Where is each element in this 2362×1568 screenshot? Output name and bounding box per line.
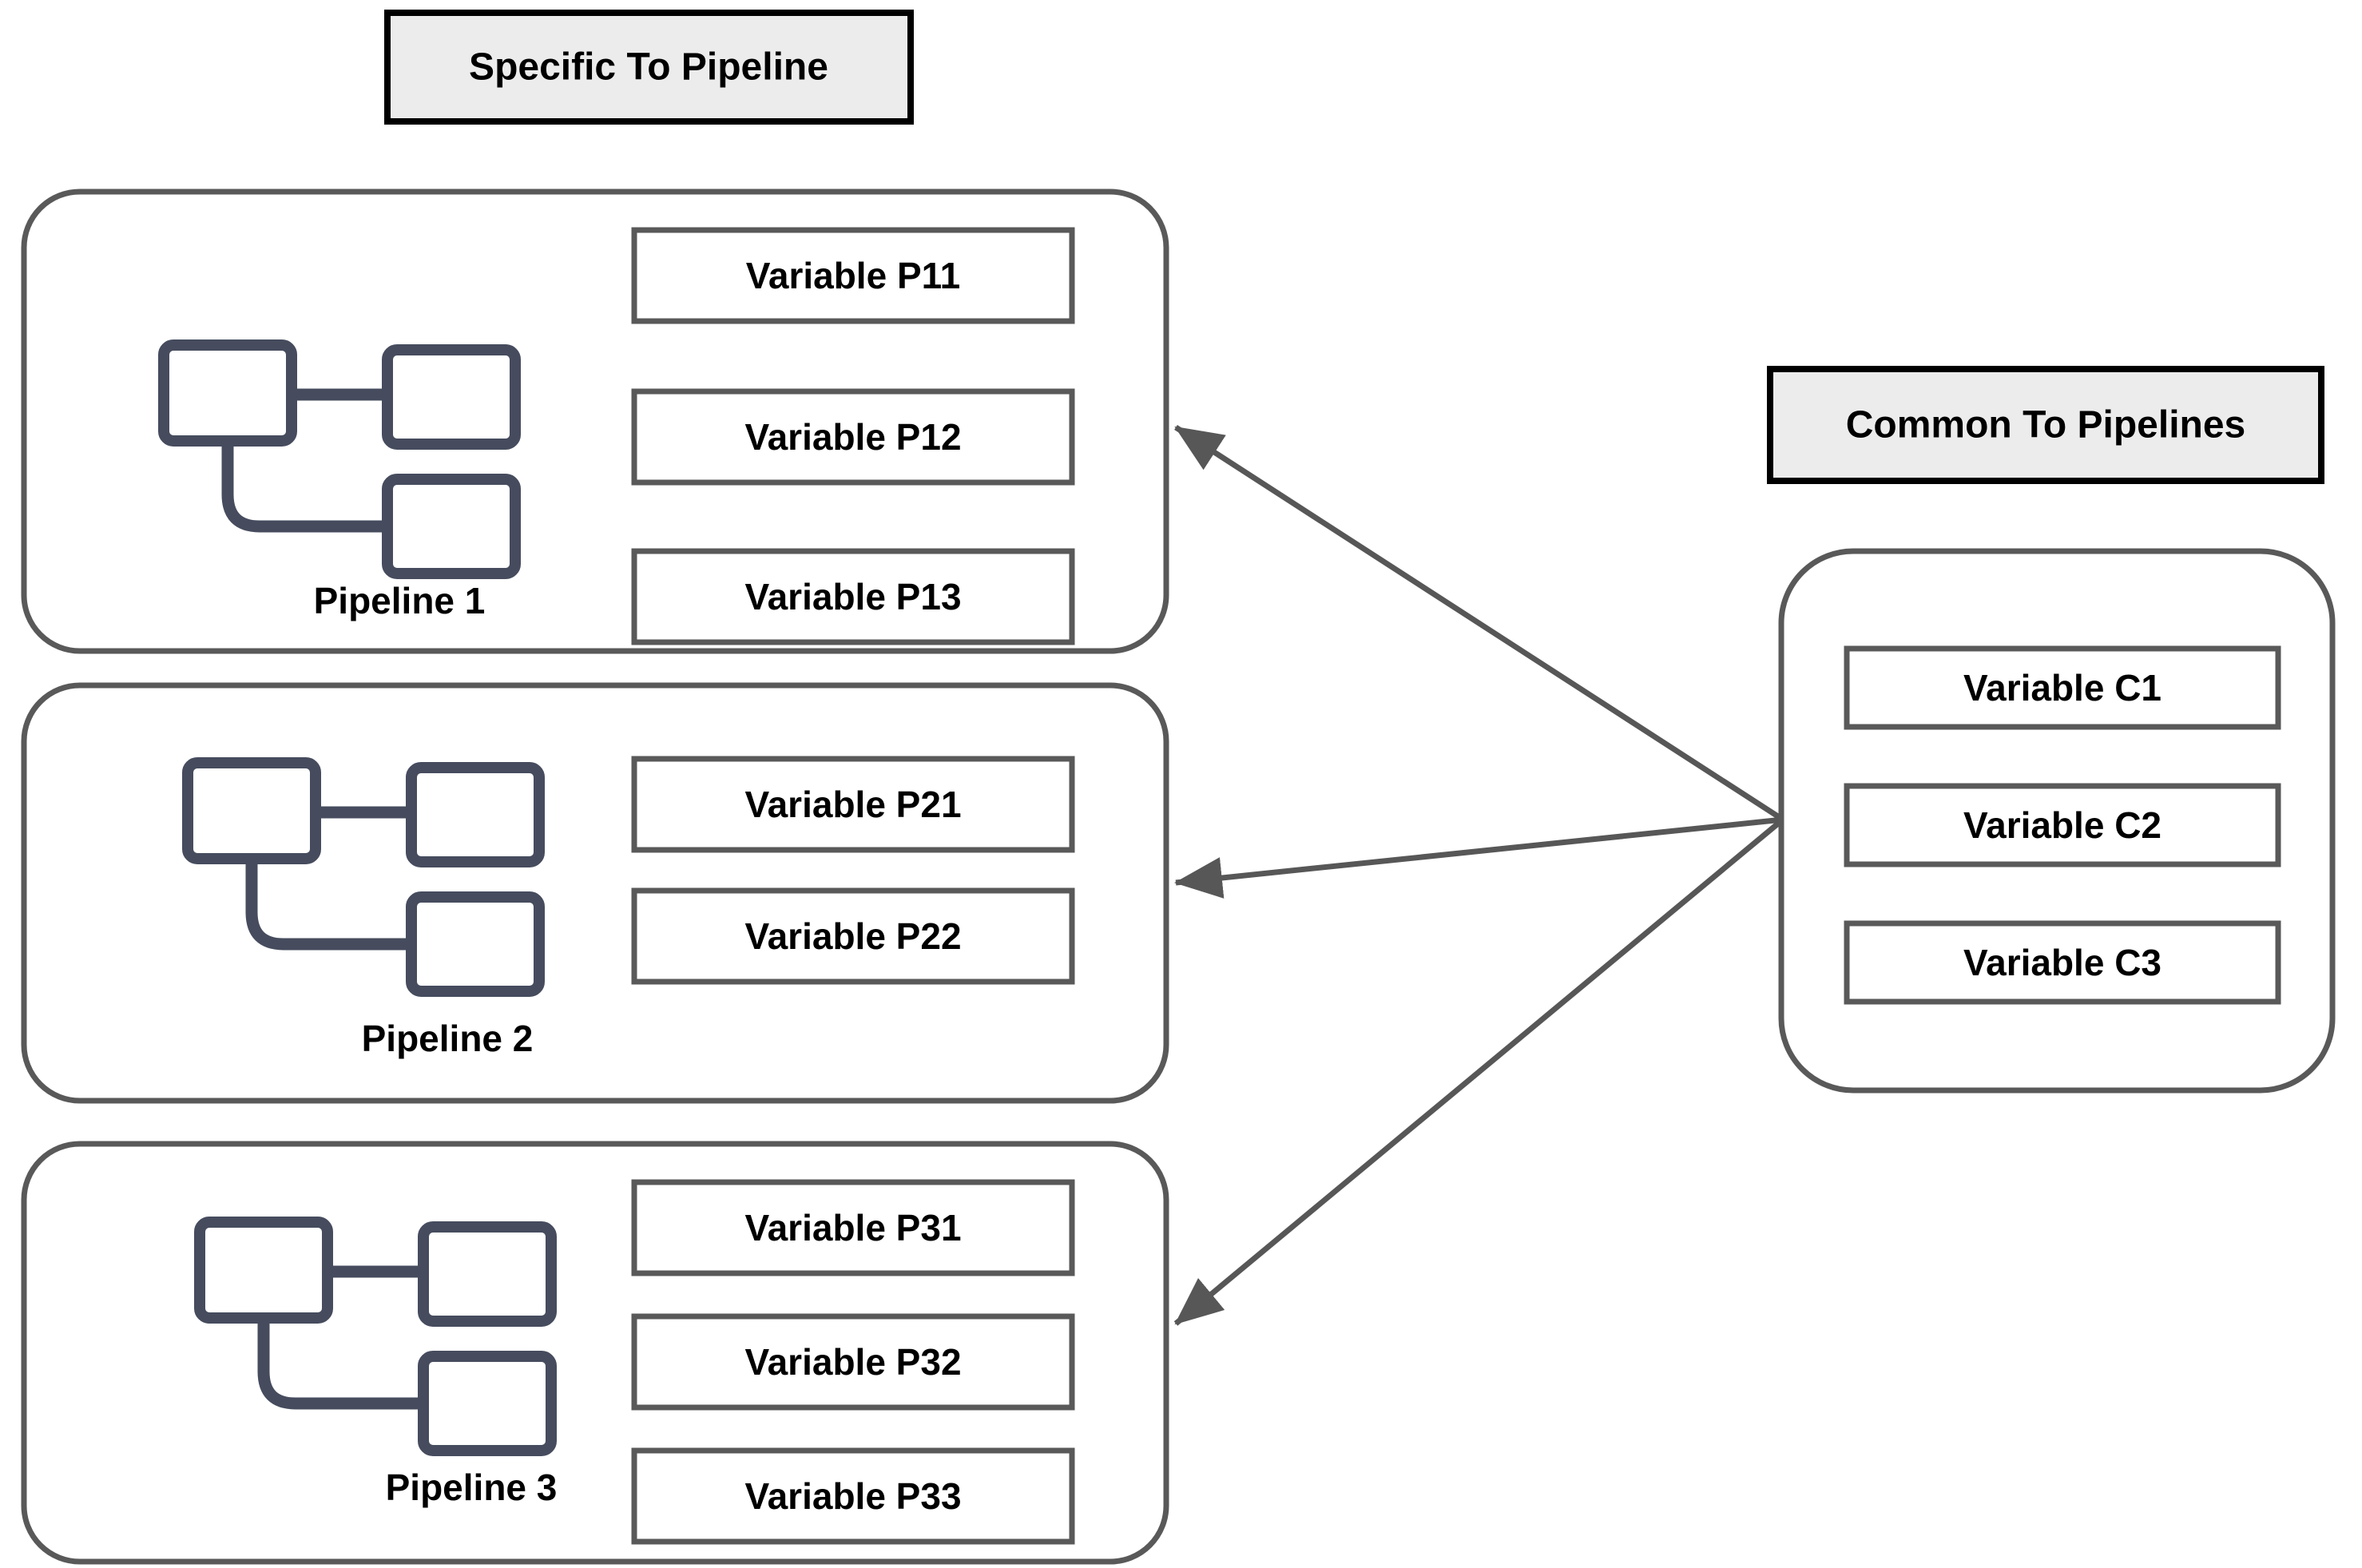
variable-box: Variable P32: [631, 1313, 1075, 1411]
pipeline-flow-icon: [194, 1217, 557, 1456]
common-header-label: Common To Pipelines: [1846, 404, 2245, 447]
pipeline-3-label: Pipeline 3: [386, 1467, 558, 1508]
pipeline-3-container: Pipeline 3 Variable P31 Variable P32 Var…: [21, 1141, 1169, 1565]
variable-box-label: Variable P33: [744, 1475, 961, 1517]
variable-box-label: Variable P22: [744, 915, 961, 957]
pipeline-2-label: Pipeline 2: [362, 1018, 534, 1059]
pipeline-2-container: Pipeline 2 Variable P21 Variable P22: [21, 682, 1169, 1104]
arrow-to-pipeline-2: [1174, 816, 1784, 899]
variable-box-label: Variable P32: [744, 1341, 961, 1383]
variable-box-label: Variable C3: [1963, 942, 2162, 983]
variable-box-label: Variable P12: [744, 416, 961, 458]
common-header-box: [1767, 366, 2324, 484]
variable-box: Variable C2: [1844, 783, 2281, 867]
specific-header: Specific To Pipeline: [384, 10, 914, 125]
variable-box: Variable C3: [1844, 920, 2281, 1005]
pipeline-1-container: Pipeline 1 Variable P11 Variable P12 Var…: [21, 189, 1169, 654]
specific-header-label: Specific To Pipeline: [469, 46, 828, 89]
pipeline-flow-icon: [182, 757, 545, 997]
variable-box: Variable C1: [1844, 645, 2281, 730]
variable-box-label: Variable C2: [1963, 804, 2162, 846]
variable-box-label: Variable P21: [744, 784, 961, 825]
common-group-container: Variable C1 Variable C2 Variable C3: [1778, 548, 2336, 1094]
variable-box-label: Variable P11: [746, 255, 961, 296]
variable-box: Variable P31: [631, 1179, 1075, 1276]
variable-box: Variable P13: [631, 548, 1075, 645]
arrow-to-pipeline-3: [1173, 817, 1785, 1326]
common-to-pipeline-arrows: [1173, 425, 1785, 1326]
specific-header-box: [384, 10, 914, 125]
arrow-to-pipeline-1: [1174, 425, 1784, 822]
pipeline-flow-icon: [158, 339, 521, 579]
pipeline-1-label: Pipeline 1: [314, 580, 486, 621]
variable-box: Variable P11: [631, 227, 1075, 324]
variable-box-label: Variable P31: [744, 1207, 961, 1248]
variable-box: Variable P22: [631, 887, 1075, 985]
variable-box: Variable P21: [631, 756, 1075, 853]
variable-box-label: Variable C1: [1963, 667, 2162, 709]
variable-box: Variable P12: [631, 388, 1075, 486]
variable-box-label: Variable P13: [744, 576, 961, 617]
variable-box: Variable P33: [631, 1447, 1075, 1545]
common-header: Common To Pipelines: [1767, 366, 2324, 484]
